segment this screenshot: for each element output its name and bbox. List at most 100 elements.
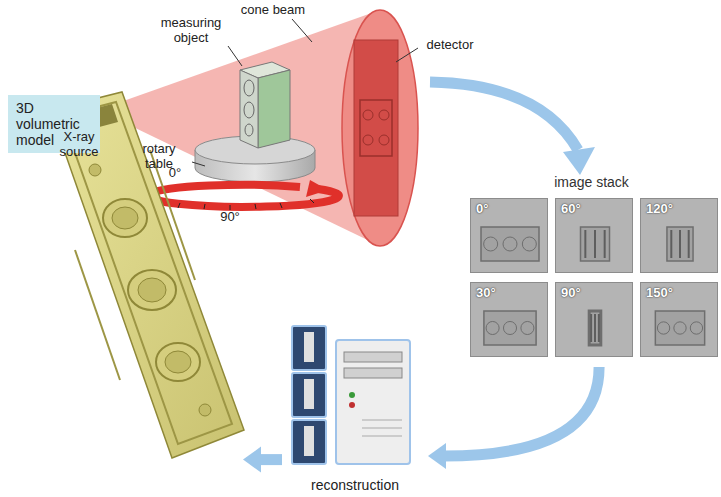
flow-arrow	[430, 82, 595, 175]
part-label: X-ray source	[44, 130, 114, 160]
projection-shadow	[503, 321, 516, 334]
projection-shadow	[679, 230, 681, 258]
rotation-arrow	[310, 199, 314, 203]
cone-beam	[98, 10, 380, 246]
measuring-object	[240, 70, 258, 148]
flow-arrow	[428, 367, 599, 469]
computer	[292, 373, 326, 417]
computer	[362, 436, 402, 437]
projection-image: 150°	[640, 282, 718, 357]
computer	[344, 352, 402, 362]
computer	[336, 340, 410, 464]
volumetric-model	[89, 164, 101, 176]
angle-label: 150°	[646, 286, 673, 301]
volumetric-model	[128, 270, 176, 310]
measuring-object	[240, 62, 290, 148]
flow-arrow	[430, 82, 578, 150]
projection-shadow	[486, 321, 499, 334]
detector-panel	[363, 135, 373, 145]
computer	[292, 420, 326, 464]
cone-beam	[98, 10, 418, 246]
measuring-object	[244, 80, 254, 96]
leader-line	[192, 19, 418, 166]
projection-shadow	[481, 227, 539, 261]
volumetric-model	[75, 250, 120, 380]
detector-panel	[354, 40, 398, 216]
leader-line	[396, 48, 418, 62]
rotation-arrow	[306, 180, 328, 197]
projection-shadow	[484, 311, 536, 345]
part-label: measuring object	[150, 16, 232, 46]
angle-label: 0°	[476, 202, 488, 217]
stage-label: image stack	[465, 174, 718, 190]
computer	[304, 426, 314, 456]
projection-shadow	[674, 322, 686, 334]
projection-shadow	[594, 230, 596, 258]
angle-label: 0°	[160, 166, 190, 181]
projection-shadow	[581, 227, 610, 261]
part-label: cone beam	[238, 3, 308, 18]
detector-panel	[379, 110, 389, 120]
arrow-head	[243, 447, 261, 473]
projection-shadow	[484, 237, 498, 251]
computer	[304, 379, 314, 409]
projection-shadow	[503, 237, 517, 251]
computer	[349, 392, 355, 398]
volumetric-model	[103, 199, 147, 237]
computer	[362, 420, 402, 421]
projection-shadow	[522, 237, 536, 251]
flow-arrow-shaft	[259, 454, 282, 465]
projection-shadow	[657, 322, 669, 334]
projection-shadow	[521, 321, 534, 334]
projection-shadow	[670, 230, 672, 258]
measuring-object	[258, 70, 290, 148]
rotation-arrow	[255, 204, 256, 209]
volumetric-model	[138, 278, 166, 302]
detector-panel	[379, 135, 389, 145]
projection-shadow	[688, 230, 690, 258]
volumetric-model	[165, 351, 191, 373]
angle-label: 120°	[646, 202, 673, 217]
stage-label: reconstruction	[285, 477, 425, 493]
rotation-arrow	[280, 203, 282, 208]
cone-beam	[342, 10, 418, 246]
detector-panel	[354, 40, 398, 216]
arrow-head	[428, 443, 446, 469]
projection-image: 30°	[470, 282, 548, 357]
measuring-object	[244, 102, 254, 118]
volumetric-model	[156, 343, 200, 381]
projection-shadow	[604, 230, 606, 258]
volumetric-model	[199, 404, 211, 416]
computer	[292, 326, 410, 464]
angle-label: 30°	[476, 286, 496, 301]
measuring-object	[245, 124, 253, 136]
rotation-arrow	[204, 204, 205, 209]
projection-shadow	[594, 314, 596, 342]
detector-panel	[360, 100, 392, 156]
projection-shadow	[598, 314, 600, 342]
projection-shadow	[690, 322, 702, 334]
leader-line	[192, 162, 205, 166]
projection-shadow	[584, 230, 586, 258]
flow-arrow	[243, 447, 282, 473]
projection-image: 120°	[640, 198, 718, 273]
angle-label: 60°	[561, 202, 581, 217]
projection-shadow	[655, 311, 704, 345]
detector-panel	[363, 110, 373, 120]
image-stack-group: image stack 0° 60° 120° 30° 90° 150°	[465, 174, 718, 364]
part-label: detector	[420, 38, 480, 53]
projection-shadow	[590, 314, 592, 342]
angle-label: 90°	[561, 286, 581, 301]
angle-label: 90°	[212, 210, 248, 225]
rotation-arrow	[178, 203, 180, 208]
computer	[292, 326, 326, 370]
leader-line	[228, 46, 242, 66]
computer	[349, 402, 355, 408]
flow-arrow-shaft	[444, 367, 599, 456]
flow-arrow	[563, 147, 595, 175]
projection-image: 90°	[555, 282, 633, 357]
projection-image: 0°	[470, 198, 548, 273]
model-area: 3D volumetric model	[5, 88, 240, 488]
computer	[362, 428, 402, 429]
